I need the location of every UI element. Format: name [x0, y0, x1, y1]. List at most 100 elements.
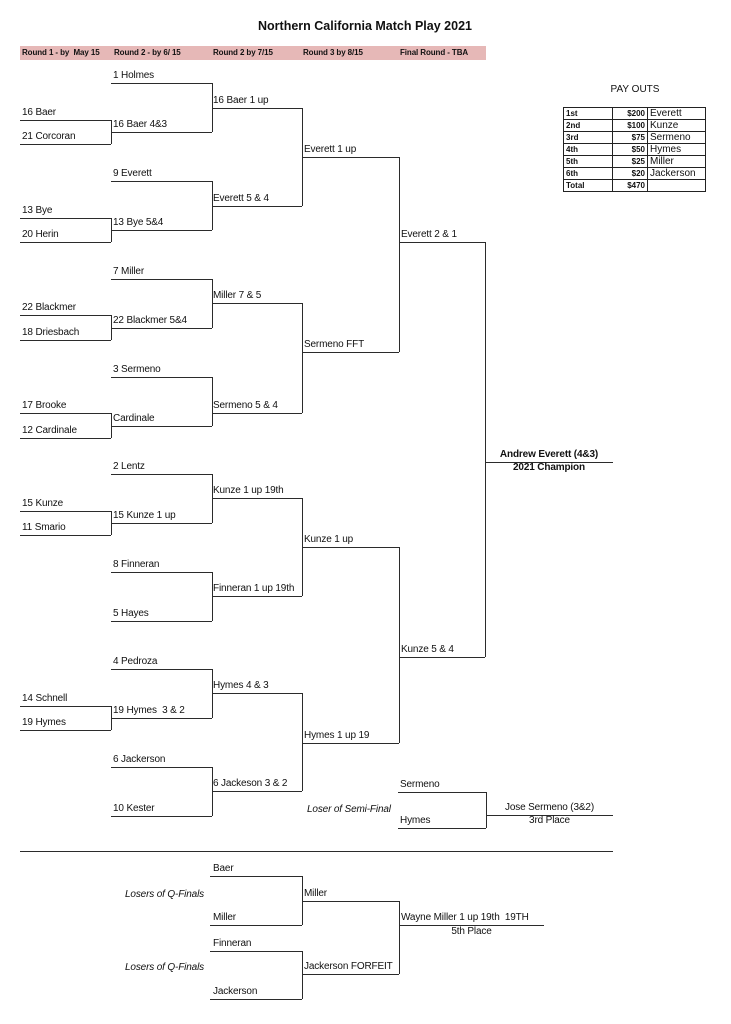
payout-name — [647, 179, 706, 192]
round2-entry: Cardinale — [113, 413, 155, 424]
payout-name: Miller — [647, 155, 706, 168]
bracket-line — [212, 498, 302, 499]
fifth-place-caption: Losers of Q-Finals — [125, 962, 204, 973]
payout-name: Hymes — [647, 143, 706, 156]
payout-amount: $75 — [612, 131, 648, 144]
third-place-winner: Jose Sermeno (3&2) — [504, 802, 594, 813]
bracket-connector — [485, 242, 486, 657]
champion-line — [485, 462, 613, 463]
payout-amount: $25 — [612, 155, 648, 168]
round2-entry: 10 Kester — [113, 803, 155, 814]
bracket-connector — [302, 693, 303, 791]
fifth-place-entry: Finneran — [213, 938, 252, 949]
round4-entry: Everett 1 up — [304, 144, 357, 155]
fifth-place-winner: Wayne Miller 1 up 19th 19TH — [401, 912, 529, 923]
bracket-line — [398, 792, 486, 793]
bracket-line — [111, 181, 212, 182]
bracket-line — [302, 974, 399, 975]
payout-total-row: Total$470 — [563, 179, 706, 192]
payout-place: 1st — [563, 107, 613, 120]
round4-entry: Sermeno FFT — [304, 339, 365, 350]
bracket-line — [210, 876, 302, 877]
bracket-connector — [302, 876, 303, 925]
round1-entry: 13 Bye — [22, 205, 53, 216]
round4-entry: Hymes 1 up 19 — [304, 730, 370, 741]
round-header-label: Final Round - TBA — [400, 48, 469, 57]
bracket-connector — [212, 83, 213, 132]
round3-entry: Everett 5 & 4 — [213, 193, 269, 204]
bracket-line — [20, 315, 111, 316]
round2-entry: 9 Everett — [113, 168, 152, 179]
round-header-label: Round 3 by 8/15 — [303, 48, 363, 57]
round-header-label: Round 2 - by 6/ 15 — [114, 48, 181, 57]
round1-entry: 11 Smario — [22, 522, 66, 533]
round-header-label: Round 2 by 7/15 — [213, 48, 273, 57]
round2-entry: 2 Lentz — [113, 461, 145, 472]
round5-entry: Kunze 5 & 4 — [401, 644, 454, 655]
bracket-line — [212, 303, 302, 304]
bracket-line — [111, 132, 212, 133]
bracket-line — [20, 144, 111, 145]
bracket-line — [212, 791, 302, 792]
payout-place: 3rd — [563, 131, 613, 144]
round2-entry: 22 Blackmer 5&4 — [113, 315, 187, 326]
bracket-connector — [399, 157, 400, 352]
bracket-connector — [111, 413, 112, 438]
fifth-place-line — [399, 925, 544, 926]
bracket-line — [212, 108, 302, 109]
bracket-line — [20, 511, 111, 512]
bracket-line — [111, 328, 212, 329]
bracket-line — [20, 535, 111, 536]
round2-entry: 6 Jackerson — [113, 754, 166, 765]
round-header-bar: Round 1 - by May 15 Round 2 - by 6/ 15 R… — [20, 46, 486, 60]
round3-entry: Finneran 1 up 19th — [213, 583, 295, 594]
payout-name: Kunze — [647, 119, 706, 132]
bracket-line — [212, 693, 302, 694]
bracket-connector — [212, 181, 213, 230]
champion-label: 2021 Champion — [513, 462, 585, 473]
bracket-line — [111, 621, 212, 622]
round2-entry: 13 Bye 5&4 — [113, 217, 164, 228]
bracket-line — [111, 279, 212, 280]
payout-amount: $100 — [612, 119, 648, 132]
bracket-line — [20, 413, 111, 414]
round2-entry: 4 Pedroza — [113, 656, 158, 667]
bracket-line — [111, 230, 212, 231]
page-title: Northern California Match Play 2021 — [258, 19, 472, 33]
bracket-connector — [212, 377, 213, 426]
bracket-line — [302, 901, 399, 902]
round2-entry: 5 Hayes — [113, 608, 149, 619]
bracket-connector — [302, 951, 303, 999]
third-place-line — [486, 815, 613, 816]
payouts-title: PAY OUTS — [610, 84, 660, 95]
bracket-connector — [486, 792, 487, 828]
round3-entry: Kunze 1 up 19th — [213, 485, 284, 496]
bracket-connector — [399, 547, 400, 743]
bracket-line — [20, 120, 111, 121]
bracket-line — [20, 218, 111, 219]
bracket-line — [111, 572, 212, 573]
bracket-connector — [302, 303, 303, 413]
round1-entry: 20 Herin — [22, 229, 59, 240]
bracket-line — [302, 352, 399, 353]
round-header-label: Round 1 - by May 15 — [22, 48, 100, 57]
fifth-place-entry: Miller — [213, 912, 236, 923]
bracket-line — [212, 413, 302, 414]
bracket-line — [111, 718, 212, 719]
bracket-line — [302, 743, 399, 744]
round1-entry: 22 Blackmer — [22, 302, 76, 313]
bracket-line — [111, 767, 212, 768]
bracket-line — [111, 426, 212, 427]
round2-entry: 15 Kunze 1 up — [113, 510, 176, 521]
round1-entry: 12 Cardinale — [22, 425, 77, 436]
round3-entry: Sermeno 5 & 4 — [213, 400, 278, 411]
bracket-line — [212, 596, 302, 597]
payout-amount: $470 — [612, 179, 648, 192]
bracket-line — [111, 523, 212, 524]
payout-place: Total — [563, 179, 613, 192]
